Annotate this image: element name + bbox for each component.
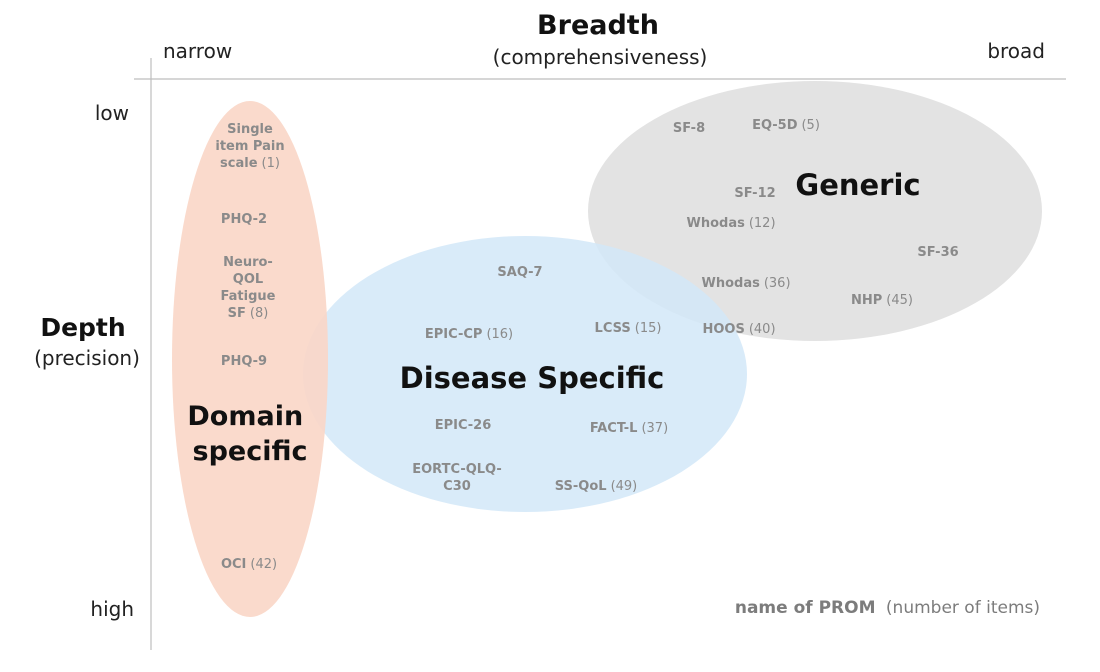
prom-count: (45) — [886, 293, 913, 308]
domain-specific-region — [172, 101, 328, 617]
domain-specific-label-line-1: Domain — [187, 401, 303, 432]
prom-name-line: SF-8 — [673, 121, 705, 136]
y-axis-subtitle: (precision) — [34, 346, 140, 370]
prom-label-phq-2: PHQ-2 — [221, 212, 267, 227]
prom-name-line: C30 — [443, 479, 471, 494]
prom-name-line: SF — [228, 306, 246, 321]
prom-name-line: Single — [227, 122, 273, 137]
prom-count: (15) — [635, 321, 662, 336]
prom-name-line: Neuro- — [223, 255, 273, 270]
prom-name-line: item Pain — [215, 139, 284, 154]
prom-name-line: Whodas — [686, 216, 745, 231]
prom-name-line: SF-36 — [917, 245, 958, 260]
y-axis-title: Depth — [40, 313, 125, 342]
legend-name: name of PROM — [735, 598, 876, 618]
prom-label-single-item-pain: Single item Pain scale (1) — [215, 122, 284, 171]
domain-specific-label: Domain specific — [187, 401, 312, 467]
prom-count: (16) — [486, 327, 513, 342]
x-axis-low-label: narrow — [163, 39, 232, 63]
prom-label-sf-36: SF-36 — [917, 245, 958, 260]
prom-label-sf-8: SF-8 — [673, 121, 705, 136]
prom-name-line: scale — [220, 156, 258, 171]
prom-label-fact-l: FACT-L(37) — [590, 421, 668, 436]
prom-label-whodas-36: Whodas (36) — [701, 276, 790, 291]
prom-label-hoos: HOOS (40) — [702, 322, 775, 337]
prom-count: (40) — [749, 322, 776, 337]
prom-count: (12) — [749, 216, 776, 231]
prom-label-epic-cp: EPIC-CP(16) — [425, 327, 513, 342]
prom-label-eortc: EORTC-QLQ- C30 — [412, 462, 501, 494]
prom-count: (49) — [611, 479, 638, 494]
prom-label-epic-26: EPIC-26 — [435, 418, 492, 433]
prom-name-line: SS-QoL — [555, 479, 607, 494]
prom-label-ss-qol: SS-QoL (49) — [555, 479, 638, 494]
legend-count: (number of items) — [886, 598, 1040, 618]
generic-label: Generic — [795, 168, 920, 202]
prom-label-saq-7: SAQ-7 — [497, 265, 542, 280]
prom-name-line: FACT-L — [590, 421, 638, 436]
prom-name-line: SF-12 — [734, 186, 775, 201]
prom-name-line: OCI — [221, 557, 246, 572]
prom-count: (1) — [262, 156, 280, 171]
prom-name-line: SAQ-7 — [497, 265, 542, 280]
prom-count: (37) — [641, 421, 668, 436]
x-axis-subtitle: (comprehensiveness) — [493, 45, 708, 69]
prom-count: (42) — [250, 557, 277, 572]
x-axis-high-label: broad — [987, 39, 1045, 63]
prom-name-line: NHP — [851, 293, 882, 308]
x-axis-title: Breadth — [537, 10, 659, 41]
disease-specific-label: Disease Specific — [400, 361, 665, 395]
prom-name-line: QOL — [233, 272, 263, 287]
prom-count: (8) — [250, 306, 268, 321]
prom-name-line: EPIC-26 — [435, 418, 492, 433]
prom-label-oci: OCI (42) — [221, 557, 277, 572]
prom-label-phq-9: PHQ-9 — [221, 354, 267, 369]
legend: name of PROM (number of items) — [735, 598, 1040, 618]
domain-specific-label-line-2: specific — [193, 436, 308, 467]
prom-count: (36) — [764, 276, 791, 291]
prom-name-line: LCSS — [595, 321, 631, 336]
prom-count: (5) — [801, 118, 819, 133]
prom-name-line: Whodas — [701, 276, 760, 291]
prom-name-line: Fatigue — [221, 289, 276, 304]
prom-label-sf-12: SF-12 — [734, 186, 775, 201]
prom-label-nhp: NHP (45) — [851, 293, 913, 308]
generic-region — [588, 81, 1042, 341]
prom-label-lcss: LCSS (15) — [595, 321, 662, 336]
y-axis-high-label: high — [90, 597, 134, 621]
prom-name-line: HOOS — [702, 322, 744, 337]
prom-name-line: EPIC-CP — [425, 327, 483, 342]
prom-label-whodas-12: Whodas (12) — [686, 216, 775, 231]
prom-label-eq-5d: EQ-5D(5) — [752, 118, 820, 133]
prom-name-line: PHQ-9 — [221, 354, 267, 369]
y-axis-low-label: low — [95, 101, 129, 125]
prom-name-line: EQ-5D — [752, 118, 798, 133]
disease-specific-region — [303, 236, 747, 512]
prom-name-line: PHQ-2 — [221, 212, 267, 227]
prom-name-line: EORTC-QLQ- — [412, 462, 501, 477]
